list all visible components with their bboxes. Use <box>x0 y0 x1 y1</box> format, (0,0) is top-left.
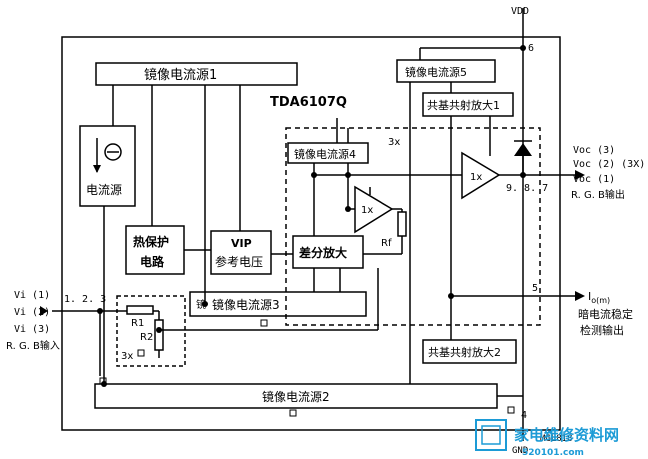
rgb-input-label: R. G. B输入 <box>6 339 60 352</box>
pin-5-label: 5 <box>532 283 538 294</box>
vi1-label: Vi (1) <box>14 290 50 301</box>
differential-amp-label: 差分放大 <box>298 245 347 260</box>
resistor-rf <box>397 211 407 237</box>
vi2-label: Vi (2) <box>14 307 50 318</box>
mirror-source-5-label: 镜像电流源5 <box>405 65 467 79</box>
chip-name: TDA6107Q <box>270 95 347 110</box>
dark-current-detect-line1: 暗电流稳定 <box>578 307 633 321</box>
current-source-symbol <box>104 143 122 161</box>
voc3-label: Voc (3) <box>573 145 615 156</box>
r1-label: R1 <box>131 318 144 329</box>
io-subscript: o(m) <box>591 296 610 305</box>
vip-reference-box <box>210 230 272 275</box>
dashed-group-input <box>116 295 186 367</box>
thermal-protection-line2: 电路 <box>140 254 165 269</box>
mirror-source-1-box <box>95 62 298 86</box>
gnd-label: GND <box>512 446 528 456</box>
cascode-amp-2-box <box>422 339 517 364</box>
mirror-source-4-box <box>287 142 369 164</box>
cascode-amp-2-label: 共基共射放大2 <box>428 345 501 359</box>
pin-4-label: 4 <box>521 410 527 421</box>
differential-amp-box <box>292 235 364 269</box>
mirror-source-1-label: 镜像电流源1 <box>144 68 217 83</box>
figure-code: MGL818 <box>540 434 573 444</box>
x3-bottom-label: 3x <box>121 351 133 362</box>
cascode-amp-1-label: 共基共射放大1 <box>427 98 500 112</box>
mirror-source-3-box <box>189 291 367 317</box>
rf-label: Rf <box>381 238 392 249</box>
rgb-output-label: R. G. B输出 <box>571 188 625 201</box>
io-label: Io(m) <box>588 290 610 305</box>
x3-top-label: 3x <box>388 137 400 148</box>
vi3-label: Vi (3) <box>14 324 50 335</box>
resistor-r1 <box>126 305 154 315</box>
output-buffer-gain: 1x <box>470 172 482 183</box>
inner-buffer-gain: 1x <box>361 205 373 216</box>
mirror-source-3-label: 镜像电流源3 <box>212 297 280 312</box>
current-source-label: 电流源 <box>86 183 122 197</box>
mirror-source-3-prefix: 镜 <box>196 298 206 311</box>
voc1-label: Voc (1) <box>573 174 615 185</box>
dashed-group-output <box>285 127 541 326</box>
watermark-url: 520101.com <box>522 448 584 458</box>
chip-outline <box>61 36 561 431</box>
dark-current-detect-line2: 检测输出 <box>580 323 624 337</box>
mirror-source-2-label: 镜像电流源2 <box>262 389 330 404</box>
cascode-amp-1-box <box>422 92 514 117</box>
voc2-label: Voc (2) (3X) <box>573 159 645 170</box>
mirror-source-5-box <box>396 59 496 83</box>
pin-6-label: 6 <box>528 43 534 54</box>
vdd-label: VDD <box>511 6 529 17</box>
current-source-box <box>79 125 136 207</box>
input-pins-label: 1. 2. 3 <box>64 294 106 305</box>
r2-label: R2 <box>140 332 153 343</box>
resistor-r2 <box>154 319 164 351</box>
mirror-source-4-label: 镜像电流源4 <box>294 147 356 161</box>
watermark: 家电维修资料网 520101.com <box>475 419 619 458</box>
output-pins-label: 9. 8. 7 <box>506 183 548 194</box>
thermal-protection-line1: 热保护 <box>133 234 169 249</box>
watermark-text: 家电维修资料网 <box>514 426 619 444</box>
vip-line1: VIP <box>231 237 252 250</box>
vip-line2: 参考电压 <box>215 254 263 269</box>
